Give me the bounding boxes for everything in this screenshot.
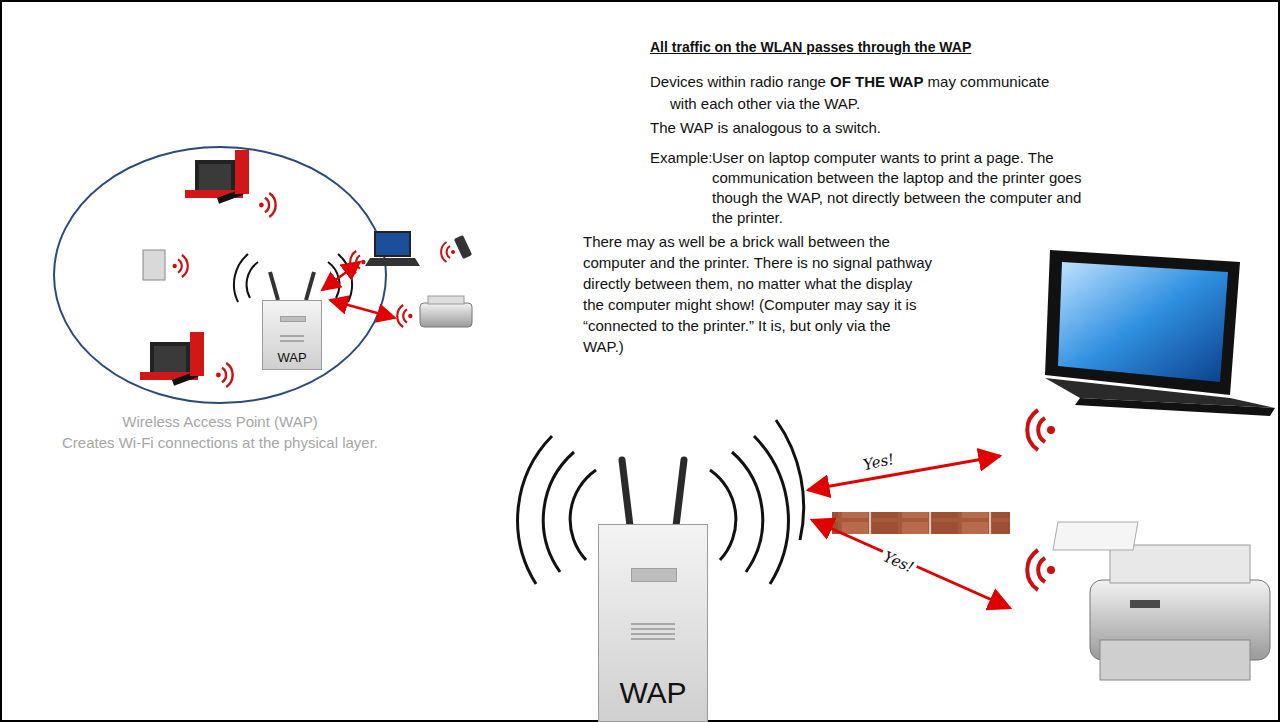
arrow-label: Yes!: [878, 546, 919, 578]
vent-slot: [631, 623, 674, 643]
note-text: The WAP is analogous to a switch.: [650, 118, 881, 138]
note-text: Creates Wi-Fi connections at the physica…: [10, 433, 430, 453]
vent-slot: [280, 335, 303, 342]
wap-small: WAP: [262, 300, 322, 370]
vent-slot: [280, 316, 305, 322]
note-text: Wireless Access Point (WAP): [60, 412, 380, 432]
note-text: Devices within radio range: [650, 73, 826, 90]
note-paragraph: Devices within radio range OF THE WAP ma…: [650, 71, 1070, 115]
note-text: There may as well be a brick wall betwee…: [583, 231, 933, 357]
wap-large: WAP: [598, 524, 708, 722]
arrow-label: Yes!: [859, 449, 899, 474]
device-label: WAP: [619, 676, 686, 709]
note-text: OF THE WAP: [830, 73, 923, 90]
note-text: Example:: [650, 148, 713, 168]
slide-heading: All traffic on the WLAN passes through t…: [650, 37, 971, 57]
device-label: WAP: [277, 351, 306, 365]
vent-slot: [631, 568, 676, 582]
note-text: User on laptop computer wants to print a…: [712, 148, 1092, 228]
